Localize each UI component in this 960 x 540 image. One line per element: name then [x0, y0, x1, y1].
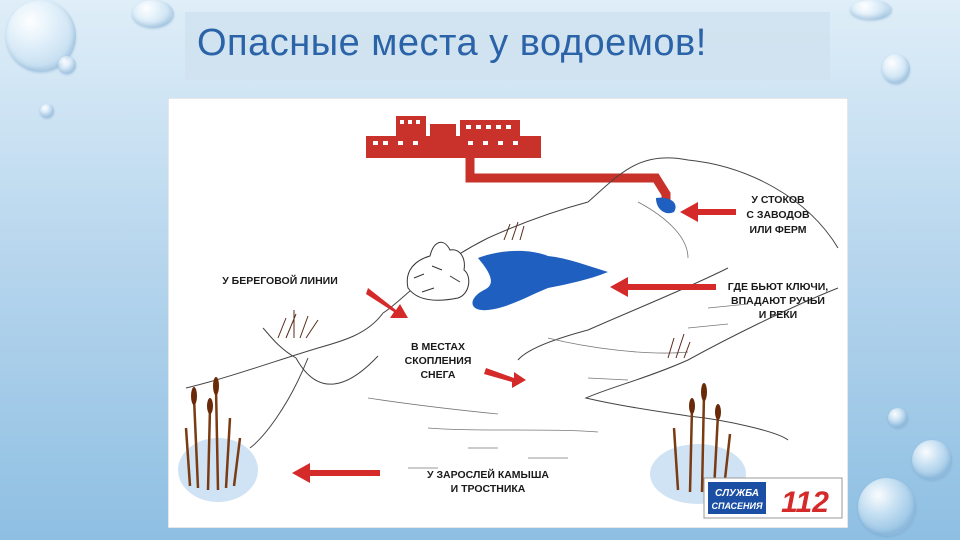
arrow-drains	[680, 202, 736, 222]
rescue-service-logo: СЛУЖБА СПАСЕНИЯ 112	[703, 477, 843, 519]
water-drop-decoration	[850, 0, 892, 20]
label-snow: В МЕСТАХ СКОПЛЕНИЯ СНЕГА	[405, 341, 472, 381]
arrows	[292, 202, 736, 483]
label-springs-line: ГДЕ БЬЮТ КЛЮЧИ,	[728, 281, 828, 293]
snow-bush-illustration	[406, 241, 470, 301]
label-reeds-line: И ТРОСТНИКА	[451, 483, 526, 495]
arrow-shoreline	[366, 288, 408, 318]
arrow-springs	[610, 277, 716, 297]
label-reeds: У ЗАРОСЛЕЙ КАМЫША И ТРОСТНИКА	[427, 468, 549, 495]
hazard-diagram: У СТОКОВ С ЗАВОДОВ ИЛИ ФЕРМ ГДЕ БЬЮТ КЛЮ…	[168, 98, 848, 528]
label-snow-line: СНЕГА	[420, 369, 455, 381]
label-drains-line: ИЛИ ФЕРМ	[750, 224, 807, 236]
label-shoreline: У БЕРЕГОВОЙ ЛИНИИ	[222, 274, 338, 287]
label-shoreline-line: У БЕРЕГОВОЙ ЛИНИИ	[222, 274, 338, 287]
label-snow-line: В МЕСТАХ	[411, 341, 465, 353]
water-drop-decoration	[132, 0, 174, 28]
page-title: Опасные места у водоемов!	[197, 22, 707, 64]
water-drop-decoration	[888, 408, 908, 428]
water-drop-decoration	[858, 478, 916, 536]
label-drains-line: С ЗАВОДОВ	[746, 209, 810, 221]
spring-pool	[472, 250, 608, 311]
water-drop-decoration	[912, 440, 952, 480]
logo-number: 112	[781, 486, 829, 519]
shoreline	[185, 157, 839, 389]
water-drop-decoration	[58, 56, 76, 74]
label-springs: ГДЕ БЬЮТ КЛЮЧИ, ВПАДАЮТ РУЧЬИ И РЕКИ	[728, 281, 828, 321]
bush-illustration	[277, 221, 691, 359]
label-snow-line: СКОПЛЕНИЯ	[405, 355, 472, 367]
logo-text-line2: СПАСЕНИЯ	[711, 501, 762, 511]
label-drains: У СТОКОВ С ЗАВОДОВ ИЛИ ФЕРМ	[746, 194, 810, 236]
factory-illustration	[366, 116, 671, 202]
label-springs-line: И РЕКИ	[759, 309, 797, 321]
reeds-left-illustration	[178, 377, 258, 502]
diagram-background	[168, 98, 848, 528]
water-drop-decoration	[40, 104, 54, 118]
water-drop-decoration	[882, 54, 910, 84]
arrow-snow	[484, 368, 526, 388]
label-drains-line: У СТОКОВ	[751, 194, 805, 206]
title-bar: Опасные места у водоемов!	[185, 12, 830, 80]
label-reeds-line: У ЗАРОСЛЕЙ КАМЫША	[427, 468, 549, 481]
logo-text-line1: СЛУЖБА	[715, 488, 759, 499]
label-springs-line: ВПАДАЮТ РУЧЬИ	[731, 295, 825, 307]
arrow-reeds	[292, 463, 380, 483]
drain-pool	[656, 197, 676, 214]
